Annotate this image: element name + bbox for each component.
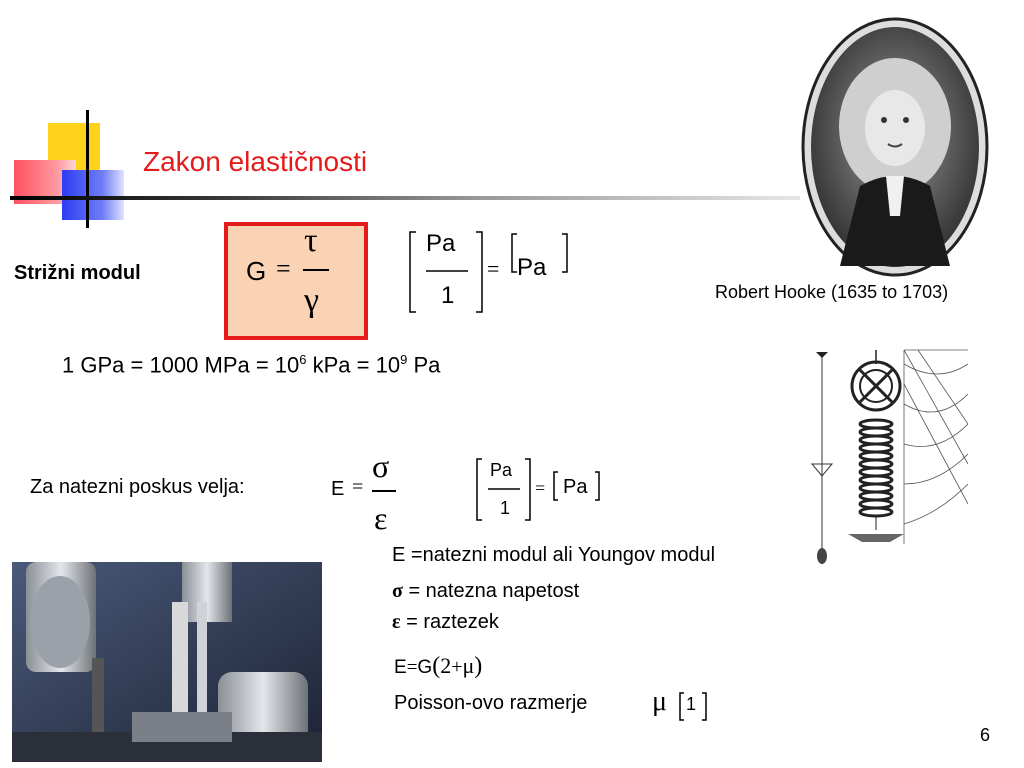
tensile-unit-result: Pa [563, 476, 588, 498]
poisson-ratio-text: Poisson-ovo razmerje [394, 692, 588, 714]
tensile-fraction-bar [372, 490, 396, 492]
tensile-numerator-sigma: σ [372, 448, 390, 484]
conversion-part-2: kPa = 10 [306, 352, 401, 378]
definition-e-symbol: E [392, 544, 406, 566]
shear-denominator-gamma: γ [304, 282, 320, 319]
tensile-test-label: Za natezni poskus velja: [30, 476, 245, 498]
relation-e: E [394, 657, 407, 678]
poisson-mu-symbol: μ [652, 686, 668, 717]
relation-mu: μ [462, 653, 475, 678]
shear-equals: = [276, 254, 291, 283]
conversion-part-1: 1 GPa = 1000 MPa = 10 [62, 352, 300, 378]
relation-plus: + [451, 656, 463, 678]
definition-sigma-text: = natezna napetost [402, 580, 580, 602]
shear-lhs: G [246, 256, 267, 286]
shear-unit-denominator: 1 [441, 282, 455, 309]
poisson-unit: 1 [686, 694, 697, 714]
hooke-spring-apparatus-image [810, 349, 968, 564]
tensile-unit-equals: = [535, 478, 546, 498]
slide-title: Zakon elastičnosti [143, 146, 368, 177]
tensile-unit-numerator: Pa [490, 460, 513, 480]
definition-epsilon: ε = raztezek [392, 611, 499, 634]
page-number: 6 [980, 725, 991, 745]
logo-vertical-line [86, 110, 89, 228]
shear-unit-brackets [409, 231, 568, 313]
definition-epsilon-symbol: ε [392, 611, 401, 633]
definition-e-text: =natezni modul ali Youngov modul [405, 544, 716, 566]
tensile-lhs: E [331, 478, 345, 500]
shear-numerator-tau: τ [304, 222, 318, 259]
relation-g: G [417, 657, 433, 678]
poisson-unit-brackets [679, 692, 707, 721]
conversion-exponent-1: 6 [299, 352, 307, 367]
definition-epsilon-text: = raztezek [400, 611, 499, 633]
logo-blue-square [62, 170, 124, 220]
shear-formula-box [224, 222, 368, 340]
shear-unit-result: Pa [517, 254, 547, 281]
definition-sigma: σ = natezna napetost [392, 580, 579, 603]
shear-unit-equals: = [487, 256, 500, 281]
tensile-unit-denominator: 1 [500, 498, 511, 518]
shear-modulus-label: Strižni modul [14, 262, 141, 284]
relation-e-g-mu: E=G(2+μ) [394, 653, 482, 680]
tensile-unit-brackets [476, 458, 600, 521]
relation-open-paren: ( [432, 653, 441, 679]
tensile-test-machine-photo [12, 562, 322, 762]
conversion-exponent-2: 9 [400, 352, 408, 367]
definition-sigma-symbol: σ [392, 580, 403, 602]
tensile-equals: = [352, 476, 364, 498]
title-underline [10, 196, 800, 200]
portrait-caption: Robert Hooke (1635 to 1703) [715, 282, 949, 302]
relation-equals: = [406, 657, 418, 678]
shear-fraction-bar [303, 269, 329, 271]
tensile-denominator-epsilon: ε [374, 500, 388, 536]
unit-conversion: 1 GPa = 1000 MPa = 106 kPa = 109 Pa [62, 352, 440, 378]
relation-two: 2 [440, 653, 452, 678]
shear-unit-numerator: Pa [426, 230, 456, 257]
hooke-portrait-image [801, 17, 989, 277]
relation-close-paren: ) [474, 653, 483, 679]
definition-e: E =natezni modul ali Youngov modul [392, 544, 715, 567]
conversion-part-3: Pa [407, 352, 441, 378]
